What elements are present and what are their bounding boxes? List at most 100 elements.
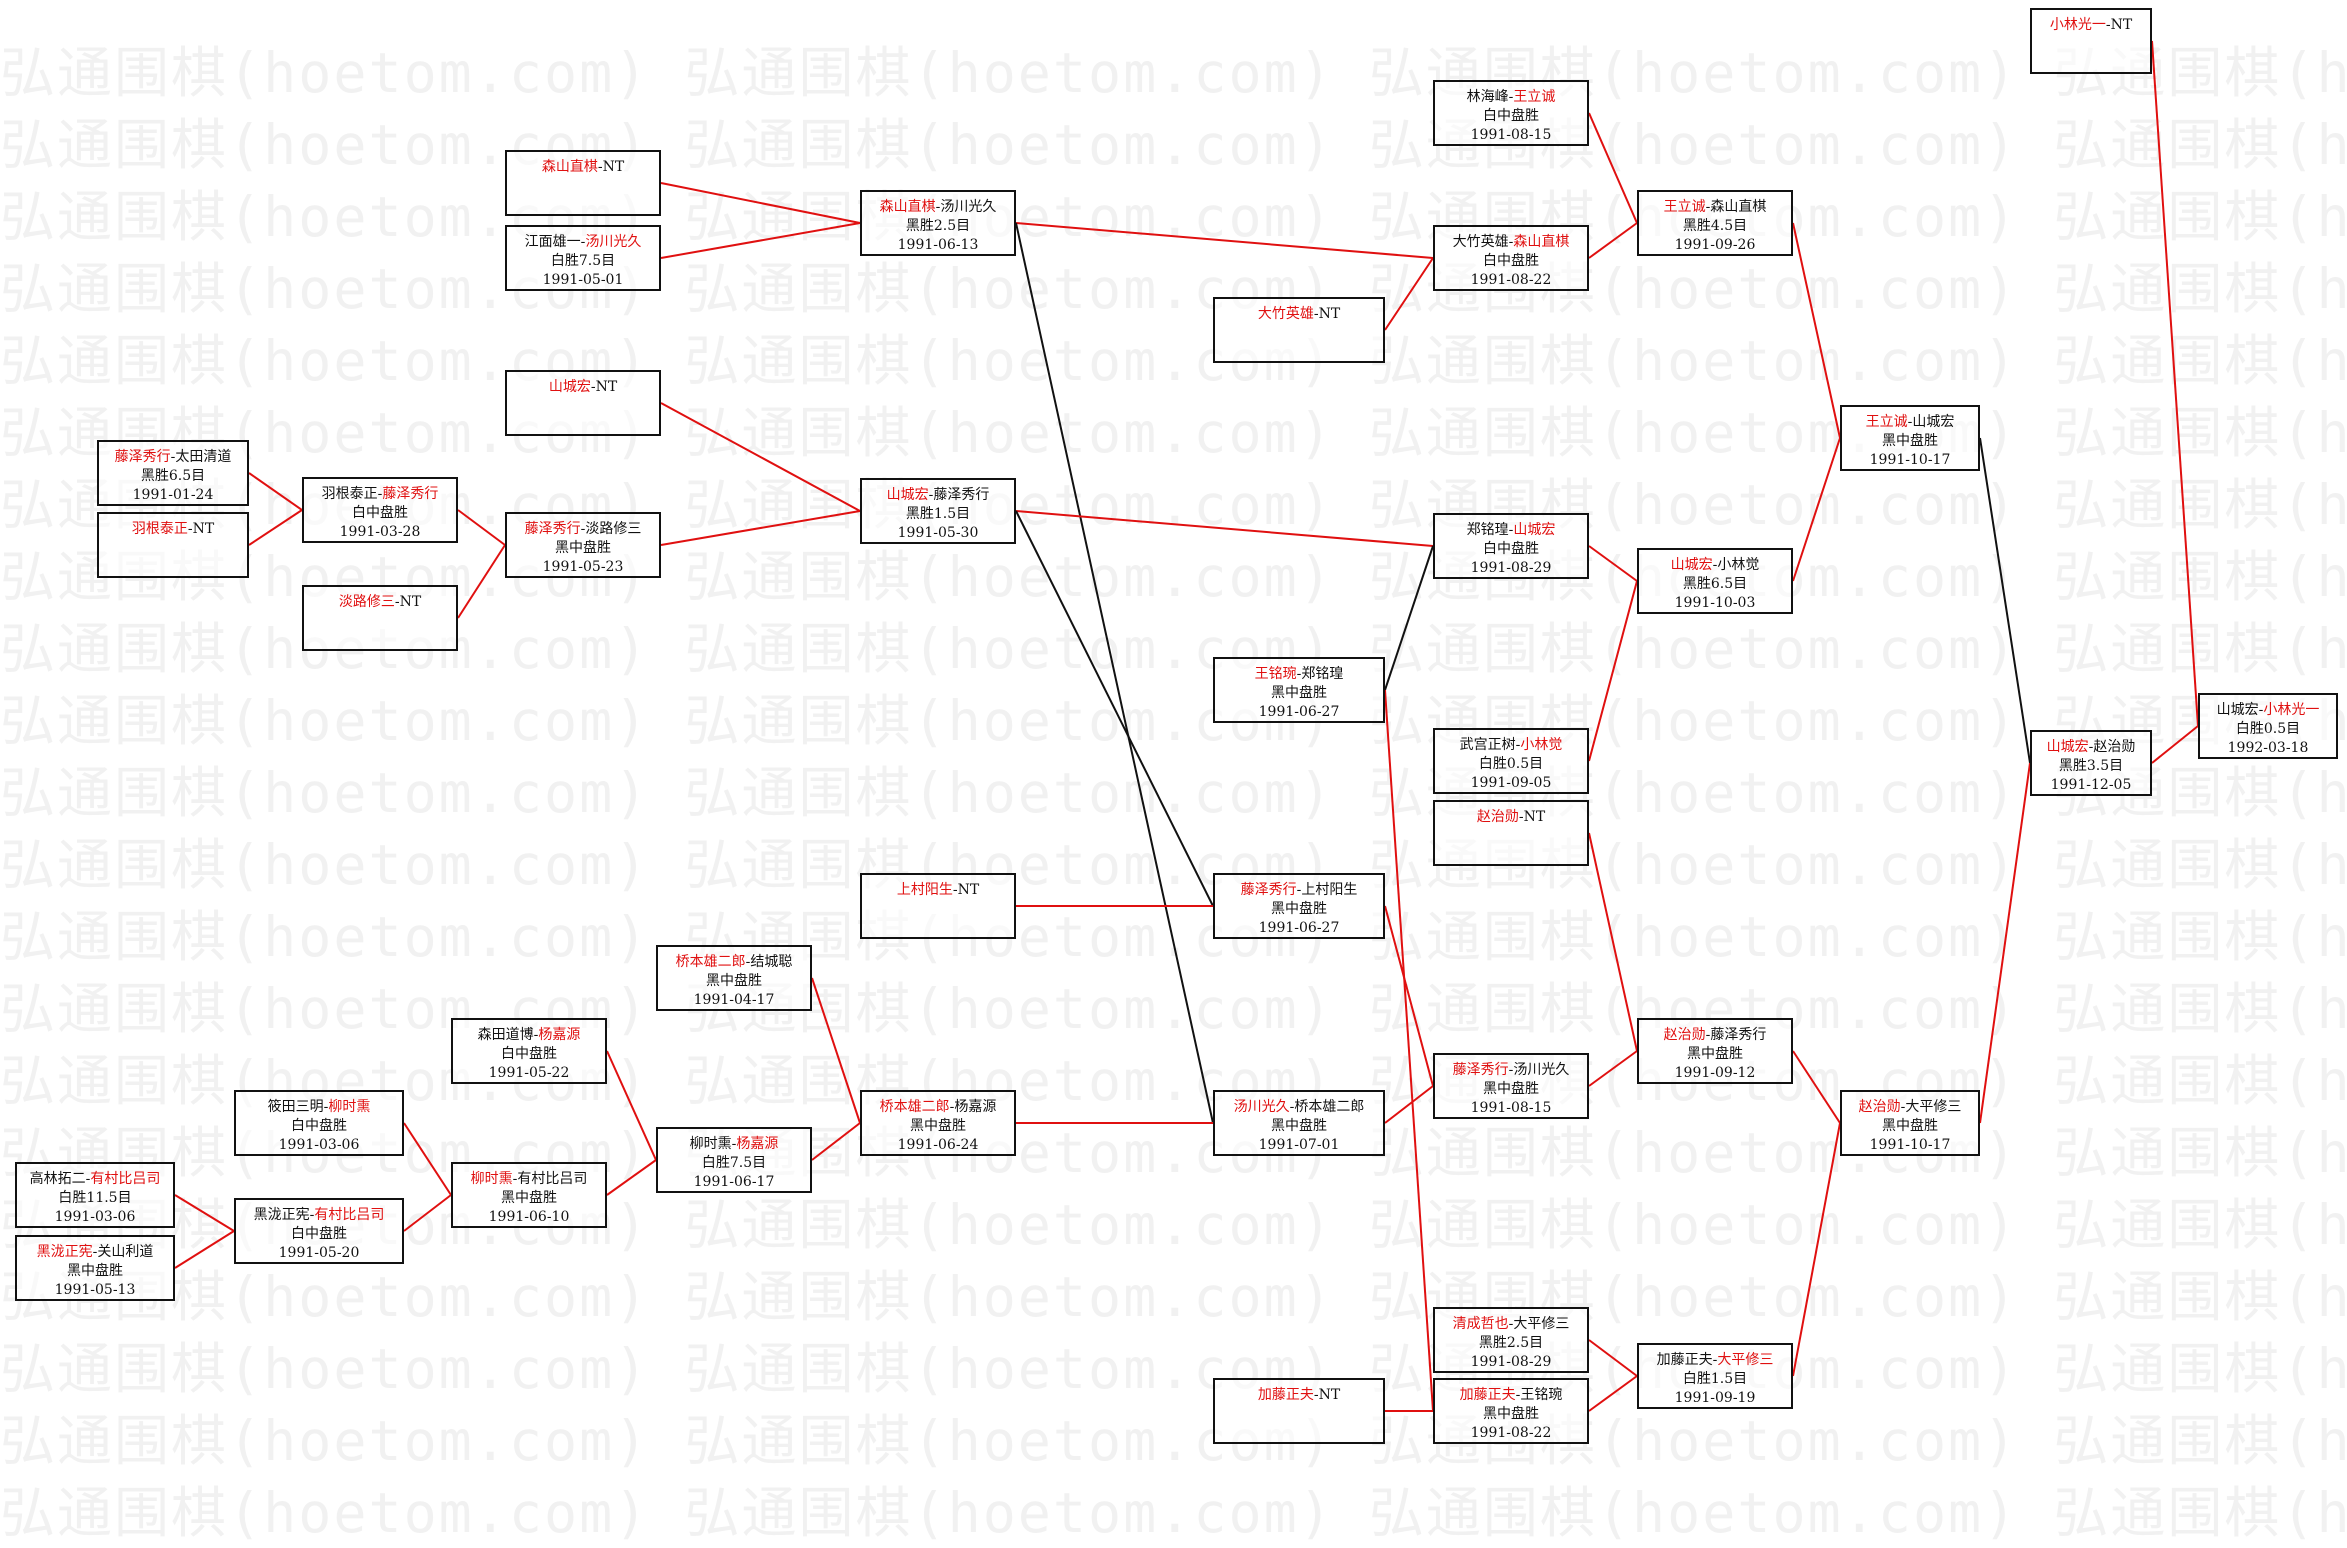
match-result: 黑中盘胜: [1882, 433, 1938, 449]
match-box-n10[interactable]: 王立诚-山城宏 黑中盘胜 1991-10-17: [1840, 405, 1980, 471]
player-one: 森田道博: [477, 1027, 534, 1043]
match-date: 1991-09-26: [1674, 237, 1756, 253]
player-one: 山城宏: [548, 379, 591, 395]
match-box-n31[interactable]: 汤川光久-桥本雄二郎 黑中盘胜 1991-07-01: [1213, 1090, 1385, 1156]
connector-n42-n40: [1588, 1375, 1638, 1412]
match-result: 白胜1.5目: [1682, 1371, 1748, 1387]
match-box-n22[interactable]: 山城宏-赵治勋 黑胜3.5目 1991-12-05: [2030, 730, 2152, 796]
match-box-n9[interactable]: 山城宏-NT: [505, 370, 661, 436]
match-box-n29[interactable]: 藤泽秀行-汤川光久 黑中盘胜 1991-08-15: [1433, 1053, 1589, 1119]
player-two: 上村阳生: [1301, 882, 1358, 898]
player-two: 汤川光久: [940, 199, 997, 215]
match-result: 黑胜6.5目: [1682, 576, 1748, 592]
match-players: 黑泷正宪-关山利道: [36, 1244, 154, 1260]
connector-n7-n6: [1588, 222, 1638, 259]
match-box-n26[interactable]: 桥本雄二郎-结城聪 黑中盘胜 1991-04-17: [656, 945, 812, 1011]
match-box-n12[interactable]: 羽根泰正-藤泽秀行 白中盘胜 1991-03-28: [302, 477, 458, 543]
player-one: 清成哲也: [1452, 1316, 1509, 1332]
match-result: 黑中盘胜: [1687, 1046, 1743, 1062]
match-players: 小林光一-NT: [2049, 17, 2133, 33]
match-box-n38[interactable]: 黑泷正宪-关山利道 黑中盘胜 1991-05-13: [15, 1235, 175, 1301]
player-one: 淡路修三: [338, 594, 395, 610]
match-date: 1991-03-28: [339, 524, 421, 540]
player-one: 筱田三明: [267, 1099, 324, 1115]
connector-n38-n37: [174, 1230, 235, 1269]
match-box-n5[interactable]: 江面雄一-汤川光久 白胜7.5目 1991-05-01: [505, 225, 661, 291]
connector-n23-n28: [1588, 832, 1638, 1052]
match-box-n16[interactable]: 郑铭瑝-山城宏 白中盘胜 1991-08-29: [1433, 513, 1589, 579]
match-box-n6[interactable]: 王立诚-森山直棋 黑胜4.5目 1991-09-26: [1637, 190, 1793, 256]
match-players: 王立诚-山城宏: [1865, 414, 1955, 430]
match-box-n25[interactable]: 藤泽秀行-上村阳生 黑中盘胜 1991-06-27: [1213, 873, 1385, 939]
match-box-n8[interactable]: 大竹英雄-NT: [1213, 297, 1385, 363]
match-box-n13[interactable]: 山城宏-藤泽秀行 黑胜1.5目 1991-05-30: [860, 478, 1016, 544]
match-box-n18[interactable]: 淡路修三-NT: [302, 585, 458, 651]
match-box-n4[interactable]: 森山直棋-汤川光久 黑胜2.5目 1991-06-13: [860, 190, 1016, 256]
connector-n35-n37: [174, 1194, 235, 1232]
player-two: 结城聪: [750, 954, 793, 970]
match-box-n23[interactable]: 赵治勋-NT: [1433, 800, 1589, 866]
player-one: 黑泷正宪: [36, 1244, 93, 1260]
match-result: 黑中盘胜: [555, 540, 611, 556]
match-box-n27[interactable]: 森田道博-杨嘉源 白中盘胜 1991-05-22: [451, 1018, 607, 1084]
match-players: 柳时熏-杨嘉源: [689, 1136, 779, 1152]
match-result: 黑中盘胜: [706, 973, 762, 989]
match-result: 黑中盘胜: [501, 1190, 557, 1206]
match-date: 1991-09-05: [1470, 775, 1552, 791]
match-box-n41[interactable]: 加藤正夫-NT: [1213, 1378, 1385, 1444]
match-box-n20[interactable]: 山城宏-小林光一 白胜0.5目 1992-03-18: [2198, 693, 2338, 759]
match-box-n34[interactable]: 柳时熏-杨嘉源 白胜7.5目 1991-06-17: [656, 1127, 812, 1193]
match-box-n1[interactable]: 小林光一-NT: [2030, 8, 2152, 74]
match-box-n36[interactable]: 柳时熏-有村比吕司 黑中盘胜 1991-06-10: [451, 1162, 607, 1228]
match-players: 赵治勋-NT: [1476, 809, 1546, 825]
match-box-n2[interactable]: 林海峰-王立诚 白中盘胜 1991-08-15: [1433, 80, 1589, 146]
match-players: 武宫正树-小林觉: [1459, 737, 1563, 753]
match-result: 黑中盘胜: [1483, 1081, 1539, 1097]
player-two: 山城宏: [1513, 522, 1556, 538]
match-result: 黑胜2.5目: [905, 218, 971, 234]
match-box-n37[interactable]: 黑泷正宪-有村比吕司 白中盘胜 1991-05-20: [234, 1198, 404, 1264]
player-one: 羽根泰正: [131, 521, 188, 537]
match-box-n39[interactable]: 清成哲也-大平修三 黑胜2.5目 1991-08-29: [1433, 1307, 1589, 1373]
match-box-n32[interactable]: 筱田三明-柳时熏 白中盘胜 1991-03-06: [234, 1090, 404, 1156]
match-box-n15[interactable]: 藤泽秀行-淡路修三 黑中盘胜 1991-05-23: [505, 512, 661, 578]
match-box-n19[interactable]: 王铭琬-郑铭瑝 黑中盘胜 1991-06-27: [1213, 657, 1385, 723]
connector-n8-n7: [1384, 257, 1434, 331]
match-players: 藤泽秀行-汤川光久: [1452, 1062, 1570, 1078]
match-result: 白中盘胜: [1483, 108, 1539, 124]
match-result: 白中盘胜: [501, 1046, 557, 1062]
match-box-n21[interactable]: 武宫正树-小林觉 白胜0.5目 1991-09-05: [1433, 728, 1589, 794]
match-box-n24[interactable]: 上村阳生-NT: [860, 873, 1016, 939]
match-box-n17[interactable]: 山城宏-小林觉 黑胜6.5目 1991-10-03: [1637, 548, 1793, 614]
player-two: NT: [595, 379, 618, 395]
player-two: 杨嘉源: [538, 1027, 581, 1043]
match-box-n42[interactable]: 加藤正夫-王铭琬 黑中盘胜 1991-08-22: [1433, 1378, 1589, 1444]
match-players: 郑铭瑝-山城宏: [1466, 522, 1556, 538]
match-result: 黑胜6.5目: [140, 468, 206, 484]
player-two: 杨嘉源: [736, 1136, 779, 1152]
match-box-n28[interactable]: 赵治勋-藤泽秀行 黑中盘胜 1991-09-12: [1637, 1018, 1793, 1084]
match-players: 羽根泰正-NT: [131, 521, 215, 537]
connector-n14-n12: [248, 509, 303, 546]
match-box-n33[interactable]: 赵治勋-大平修三 黑中盘胜 1991-10-17: [1840, 1090, 1980, 1156]
player-two: 关山利道: [97, 1244, 154, 1260]
match-box-n3[interactable]: 森山直棋-NT: [505, 150, 661, 216]
player-one: 黑泷正宪: [253, 1207, 310, 1223]
match-box-n14[interactable]: 羽根泰正-NT: [97, 512, 249, 578]
match-box-n40[interactable]: 加藤正夫-大平修三 白胜1.5目 1991-09-19: [1637, 1343, 1793, 1409]
match-box-n30[interactable]: 桥本雄二郎-杨嘉源 黑中盘胜 1991-06-24: [860, 1090, 1016, 1156]
match-players: 王立诚-森山直棋: [1663, 199, 1767, 215]
match-players: 山城宏-小林觉: [1670, 557, 1760, 573]
match-box-n11[interactable]: 藤泽秀行-太田清道 黑胜6.5目 1991-01-24: [97, 440, 249, 506]
match-players: 藤泽秀行-太田清道: [114, 449, 232, 465]
match-result: 白中盘胜: [1483, 541, 1539, 557]
player-one: 加藤正夫: [1656, 1352, 1713, 1368]
match-players: 高林拓二-有村比吕司: [29, 1171, 161, 1187]
match-result: 白胜0.5目: [1478, 756, 1544, 772]
match-box-n35[interactable]: 高林拓二-有村比吕司 白胜11.5目 1991-03-06: [15, 1162, 175, 1228]
match-box-n7[interactable]: 大竹英雄-森山直棋 白中盘胜 1991-08-22: [1433, 225, 1589, 291]
match-players: 加藤正夫-大平修三: [1656, 1352, 1774, 1368]
player-two: 藤泽秀行: [1710, 1027, 1767, 1043]
match-date: 1991-05-30: [897, 525, 979, 541]
connector-n10-n22: [1979, 437, 2031, 764]
